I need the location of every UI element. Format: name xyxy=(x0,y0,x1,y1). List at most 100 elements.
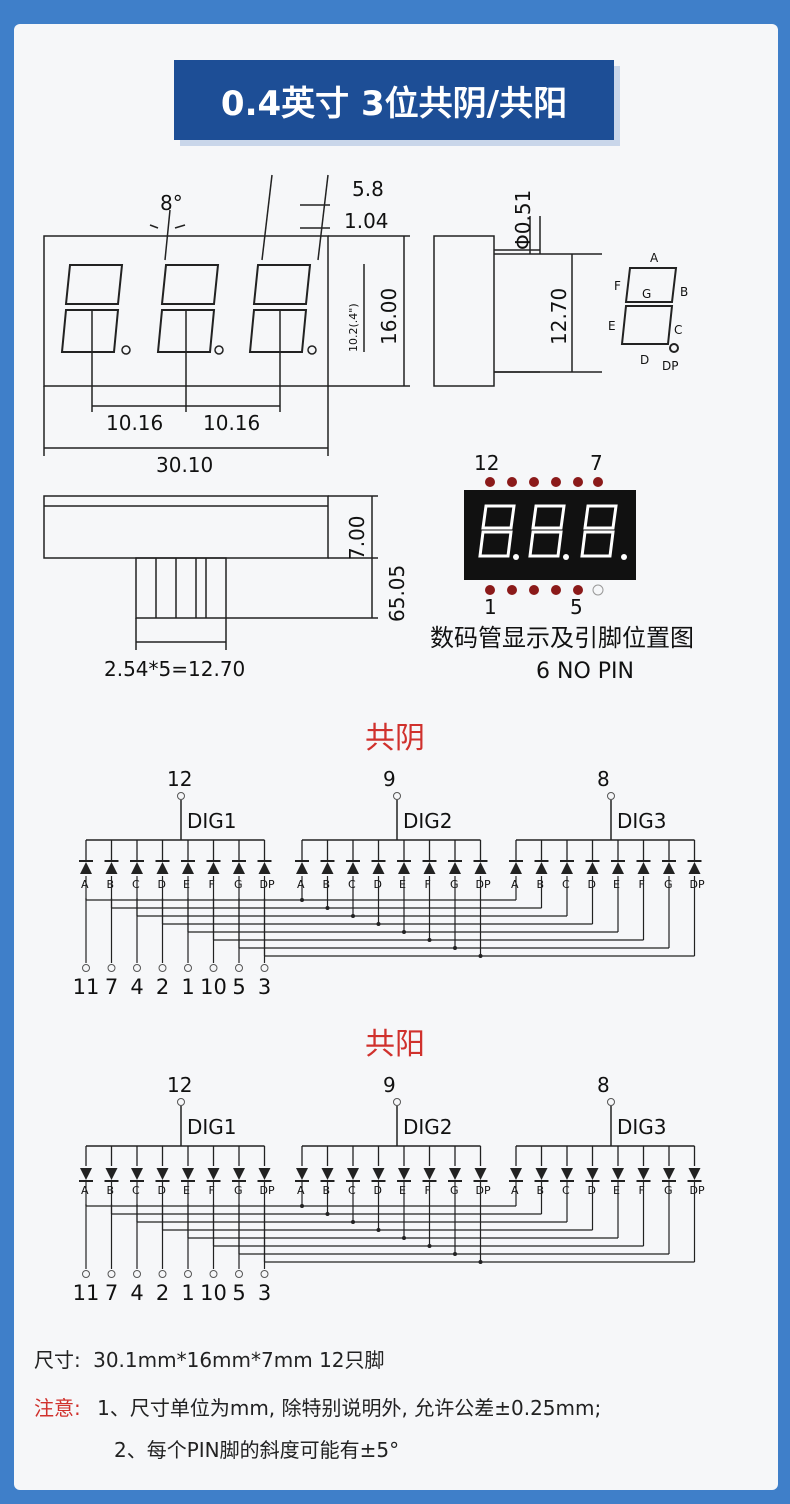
size-value: 30.1mm*16mm*7mm 12只脚 xyxy=(93,1348,385,1372)
digit-outline-2 xyxy=(156,264,220,353)
segment-label: D xyxy=(588,1184,596,1197)
junction-dot xyxy=(325,1212,330,1216)
segment-label: C xyxy=(562,878,570,891)
angle-label: 8° xyxy=(160,191,183,215)
diode-icon xyxy=(296,1168,308,1180)
pin-icon xyxy=(158,1270,167,1278)
width-label: 30.10 xyxy=(156,453,213,477)
segment-label: G xyxy=(664,878,673,891)
pin-icon xyxy=(107,964,116,972)
diode-icon xyxy=(398,1168,410,1180)
segment-label: G xyxy=(664,1184,673,1197)
bottom-pin-label: 4 xyxy=(130,1281,143,1305)
bottom-pin-label: 11 xyxy=(73,1281,100,1305)
bottom-pin-label: 7 xyxy=(105,975,118,999)
diode-icon xyxy=(474,1168,487,1180)
diode-icon xyxy=(233,1168,245,1180)
seg-b-label: B xyxy=(680,285,688,299)
diode-icon xyxy=(586,862,599,874)
front-view xyxy=(43,174,410,456)
segment-label: B xyxy=(323,878,331,891)
pin-len-label: 12.70 xyxy=(547,288,571,345)
bottom-pin-label: 11 xyxy=(73,975,100,999)
diode-icon xyxy=(131,862,143,874)
seg-dp-label: DP xyxy=(662,359,678,373)
pin-dia-label: Φ0.51 xyxy=(511,190,535,250)
pitch-label-1: 10.16 xyxy=(106,411,163,435)
segment-label: G xyxy=(450,1184,459,1197)
segment-label: DP xyxy=(260,878,275,891)
segment-label: D xyxy=(374,878,382,891)
segment-label: DP xyxy=(476,1184,491,1197)
segment-label: E xyxy=(399,878,406,891)
segment-label: A xyxy=(511,878,519,891)
diode-icon xyxy=(80,862,92,874)
digit-pin-label: 12 xyxy=(167,767,192,791)
digit-outline-3 xyxy=(248,264,312,353)
note-line-1: 注意: 1、尺寸单位为mm, 除特别说明外, 允许公差±0.25mm; xyxy=(34,1392,601,1421)
note-label: 注意: xyxy=(34,1396,81,1420)
digit-pin-label: 12 xyxy=(167,1073,192,1097)
com-pin-icon xyxy=(607,792,615,800)
segment-label: A xyxy=(81,878,89,891)
diode-icon xyxy=(321,862,334,874)
diode-icon xyxy=(105,862,118,874)
diode-icon xyxy=(637,862,650,874)
segment-label: C xyxy=(348,878,356,891)
diode-icon xyxy=(156,1168,169,1180)
com-pin-icon xyxy=(177,792,185,800)
junction-dot xyxy=(376,922,381,926)
diode-icon xyxy=(258,1168,271,1180)
digit-pin-label: 8 xyxy=(597,1073,610,1097)
diode-icon xyxy=(347,1168,359,1180)
digit-outline-1 xyxy=(60,264,124,353)
pin-icon xyxy=(235,1270,243,1278)
segment-label: DP xyxy=(476,878,491,891)
bottom-pin-label: 10 xyxy=(200,975,227,999)
segment-label: C xyxy=(132,878,140,891)
junction-dot xyxy=(300,1204,304,1208)
diode-icon xyxy=(510,862,522,874)
junction-dot xyxy=(453,946,457,950)
segment-label: A xyxy=(511,1184,519,1197)
diode-icon xyxy=(561,862,573,874)
note-1: 1、尺寸单位为mm, 除特别说明外, 允许公差±0.25mm; xyxy=(97,1396,602,1420)
segment-label: B xyxy=(323,1184,331,1197)
size-line: 尺寸: 30.1mm*16mm*7mm 12只脚 xyxy=(34,1344,385,1373)
seg-d-label: D xyxy=(640,353,649,367)
digit-label: DIG3 xyxy=(617,1115,667,1139)
diode-icon xyxy=(207,862,220,874)
diode-icon xyxy=(423,862,436,874)
segment-label: C xyxy=(132,1184,140,1197)
com-pin-icon xyxy=(393,1098,401,1106)
segment-label: A xyxy=(297,1184,305,1197)
bottom-pin-label: 3 xyxy=(258,975,271,999)
seg-g-label: G xyxy=(642,287,651,301)
segment-label: B xyxy=(107,1184,115,1197)
pin-icon xyxy=(260,1270,269,1278)
segment-label: F xyxy=(639,1184,645,1197)
bottom-pin-label: 1 xyxy=(181,1281,194,1305)
digit-label: DIG3 xyxy=(617,809,667,833)
segment-label: G xyxy=(450,878,459,891)
pin-icon xyxy=(209,964,218,972)
com-pin-icon xyxy=(393,792,401,800)
diode-icon xyxy=(321,1168,334,1180)
pin-diagram-caption: 数码管显示及引脚位置图 xyxy=(430,624,694,652)
side-view xyxy=(433,216,602,387)
segment-label: C xyxy=(348,1184,356,1197)
pin-icon xyxy=(82,1270,90,1278)
no-pin-note: 6 NO PIN xyxy=(536,659,634,684)
junction-dot xyxy=(427,1244,432,1248)
pin-7-label: 7 xyxy=(590,451,603,475)
diode-icon xyxy=(258,862,271,874)
segment-label: F xyxy=(639,878,645,891)
diode-icon xyxy=(156,862,169,874)
diode-icon xyxy=(449,1168,461,1180)
digit-label: DIG1 xyxy=(187,809,237,833)
seg-a-label: A xyxy=(650,251,659,265)
size-label: 尺寸: xyxy=(34,1348,81,1372)
bottom-view xyxy=(43,495,378,650)
